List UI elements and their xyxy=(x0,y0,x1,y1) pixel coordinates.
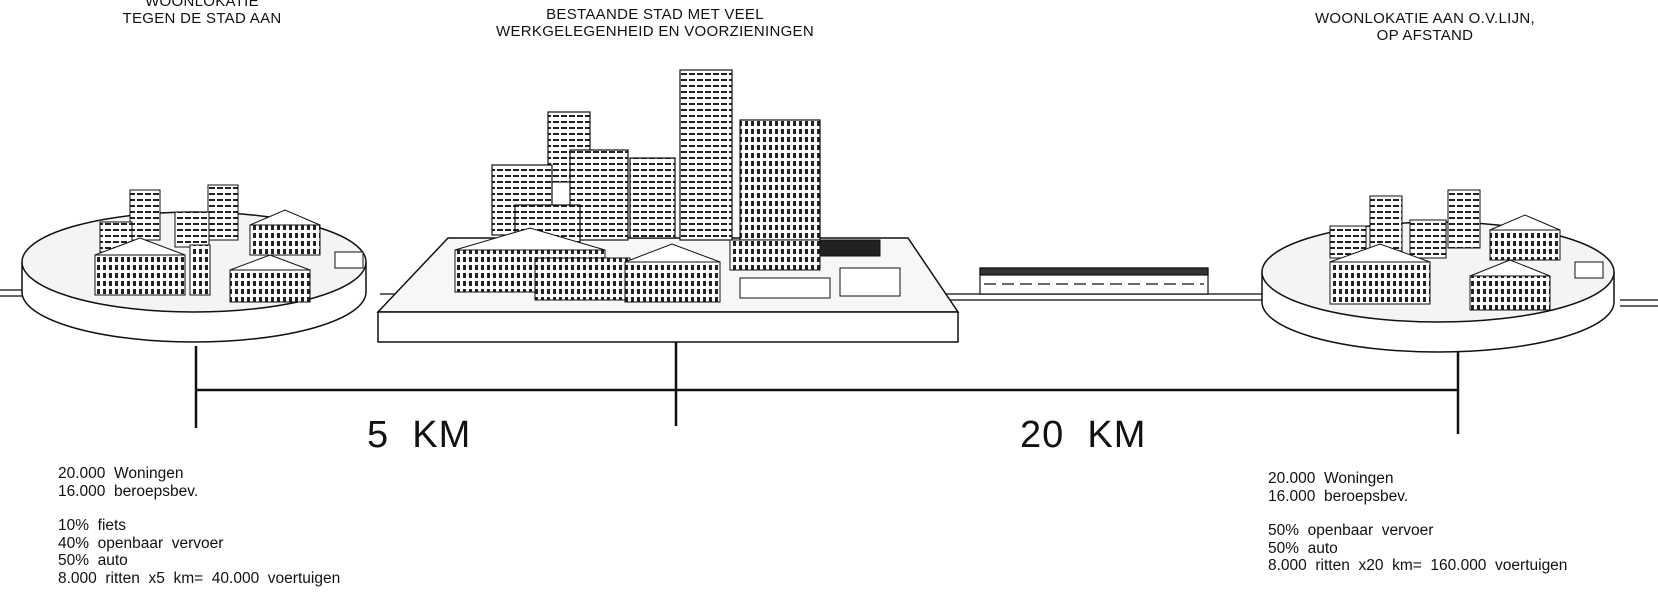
right-transit-share: 50% openbaar vervoer xyxy=(1268,522,1434,539)
label-center-line1: BESTAANDE STAD MET VEEL xyxy=(546,6,764,23)
central-city-block xyxy=(376,69,960,343)
train xyxy=(979,267,1209,295)
right-trips: 8.000 ritten x20 km= 160.000 voertuigen xyxy=(1268,557,1568,574)
label-right-location: WOONLOKATIE AAN O.V.LIJN, OP AFSTAND xyxy=(1265,10,1585,44)
distance-5km: 5 KM xyxy=(367,414,472,456)
right-settlement-disc xyxy=(1261,189,1615,353)
spacer xyxy=(1268,505,1567,522)
right-homes: 20.000 Woningen xyxy=(1268,470,1394,487)
label-left-location: WOONLOKATIE TEGEN DE STAD AAN xyxy=(82,0,322,27)
left-homes: 20.000 Woningen xyxy=(58,465,184,482)
left-workforce: 16.000 beroepsbev. xyxy=(58,482,199,500)
label-left-line1: WOONLOKATIE xyxy=(145,0,259,10)
spacer xyxy=(58,500,340,517)
distance-scale xyxy=(194,342,1460,434)
right-workforce: 16.000 beroepsbev. xyxy=(1268,487,1409,505)
label-left-line2: TEGEN DE STAD AAN xyxy=(122,10,282,27)
left-settlement-disc xyxy=(21,184,367,343)
label-center-city: BESTAANDE STAD MET VEEL WERKGELEGENHEID … xyxy=(430,6,880,40)
left-transit-share: 40% openbaar vervoer xyxy=(58,534,224,552)
left-trips: 8.000 ritten x5 km= 40.000 voertuigen xyxy=(58,569,341,587)
right-car-share: 50% auto xyxy=(1268,539,1338,557)
left-stats: 20.000 Woningen 16.000 beroepsbev. 10% f… xyxy=(58,465,340,587)
left-bike-share: 10% fiets xyxy=(58,517,127,534)
label-center-line2: WERKGELEGENHEID EN VOORZIENINGEN xyxy=(496,23,814,40)
distance-20km: 20 KM xyxy=(1020,414,1147,456)
right-stats: 20.000 Woningen 16.000 beroepsbev. 50% o… xyxy=(1268,470,1567,575)
label-right-line1: WOONLOKATIE AAN O.V.LIJN, xyxy=(1314,10,1536,27)
label-right-line2: OP AFSTAND xyxy=(1376,27,1474,44)
left-car-share: 50% auto xyxy=(58,552,128,569)
